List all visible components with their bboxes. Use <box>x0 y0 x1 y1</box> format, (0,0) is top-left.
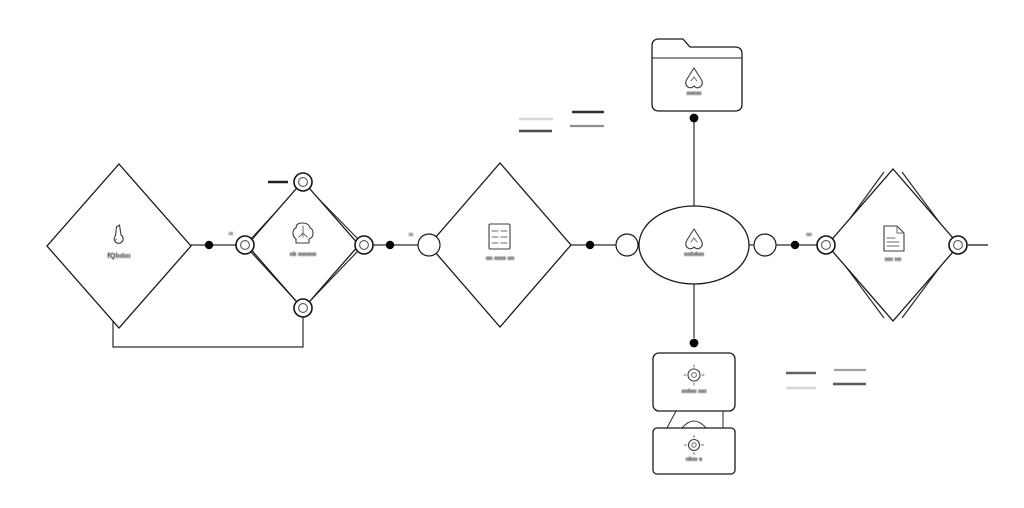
node-label: ııııı ıııı <box>885 257 902 263</box>
edge-dot <box>689 338 699 348</box>
node-n1[interactable]: fQlııIııı <box>46 163 192 329</box>
brain-icon <box>292 222 314 244</box>
gear-icon <box>683 364 705 386</box>
port-p5[interactable] <box>417 233 441 257</box>
rounded-rect-shape[interactable] <box>652 352 736 412</box>
node-label: fQlııIııı <box>107 253 130 260</box>
diamond-shape[interactable] <box>826 168 960 322</box>
node-n8[interactable]: ııIıııı ıı <box>652 427 736 475</box>
edge-dot <box>585 240 595 250</box>
node-n3[interactable]: ıııı ııııııı ıııı <box>428 162 572 328</box>
edge-layer <box>112 113 952 429</box>
edge-label-e2: ııı <box>409 232 414 238</box>
node-label: ııIı ııııııııııı <box>290 252 317 258</box>
port-p1[interactable] <box>235 235 255 255</box>
node-n5[interactable]: ııııı ıııı <box>826 168 960 322</box>
port-p8[interactable] <box>816 235 836 255</box>
edge-n7-n8-foot <box>681 420 707 429</box>
ellipse-shape[interactable] <box>638 205 750 285</box>
gear-icon <box>684 435 704 455</box>
node-label: ııııIııIıııı <box>684 252 704 258</box>
edge-label-layer: ııı ııı ıııı <box>229 231 812 238</box>
diamond-shape[interactable] <box>428 162 572 328</box>
node-n2[interactable]: ııIı ııııııııııı <box>246 180 360 310</box>
port-p3[interactable] <box>293 298 313 318</box>
diamond-shape[interactable] <box>46 163 192 329</box>
port-layer[interactable] <box>235 172 968 318</box>
port-p7[interactable] <box>753 233 777 257</box>
edge-feedback-loop <box>112 311 304 348</box>
recycle-drop-icon <box>685 228 703 250</box>
edge-dot <box>204 240 214 250</box>
edge-n7-n8 <box>666 410 677 429</box>
folder-shape[interactable] <box>651 38 743 112</box>
stub-layer <box>268 110 988 390</box>
node-label: ııııııııı <box>686 91 701 97</box>
edge-dot <box>385 240 395 250</box>
port-p4[interactable] <box>354 235 374 255</box>
node-label: ıııı ııııııı ıııı <box>486 256 515 262</box>
node-label: ııııIıııı ııııı <box>681 389 706 395</box>
port-p6[interactable] <box>615 233 639 257</box>
edge-dot <box>790 240 800 250</box>
port-p9[interactable] <box>948 235 968 255</box>
recycle-drop-icon <box>685 67 703 89</box>
node-n6[interactable]: ııııııııı <box>651 38 743 112</box>
port-p2[interactable] <box>293 172 313 192</box>
node-n4[interactable]: ııııIııIıııı <box>638 205 750 285</box>
node-n7[interactable]: ııııIıııı ııııı <box>652 352 736 412</box>
page-document-icon <box>883 225 905 252</box>
node-label: ııIıııı ıı <box>686 457 703 463</box>
list-document-icon <box>488 223 511 250</box>
edge-label-e1: ııı <box>229 231 234 237</box>
thermometer-icon <box>113 224 124 244</box>
diamond-shape[interactable] <box>246 180 360 310</box>
edge-dot <box>689 113 699 123</box>
edge-label-e4: ıııı <box>806 232 812 238</box>
